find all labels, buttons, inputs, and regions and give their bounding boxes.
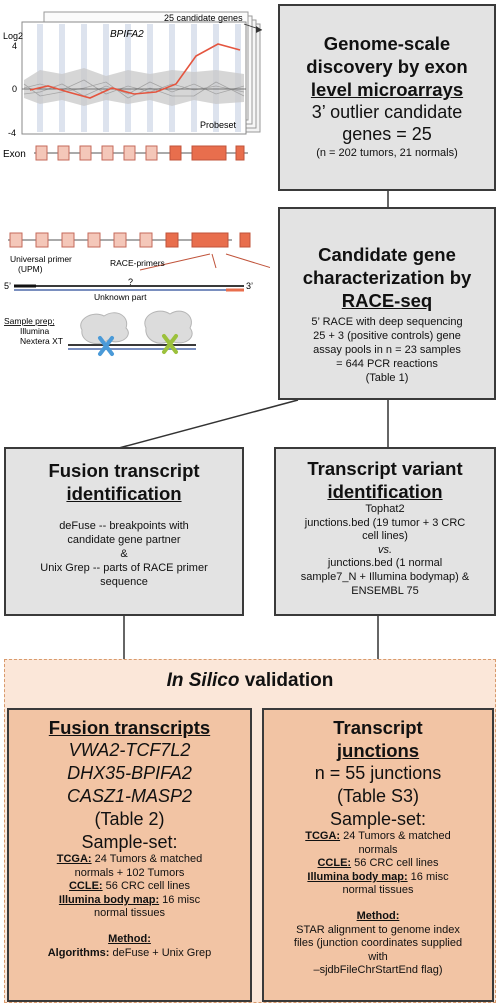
fusion-sampleset: Sample-set: [81,832,178,852]
junction-method-2: files (junction coordinates supplied [293,937,463,950]
variant-line6: sample7_N + Illumina bodymap) & [300,570,470,583]
variant-title1: Transcript variant [307,458,463,479]
junction-tcga: TCGA: 24 Tumors & matched [305,830,451,842]
probeset-label: Probeset [200,120,237,130]
top-title-line2: discovery by exon [306,56,468,77]
variant-line5: junctions.bed (1 normal [327,557,443,570]
race-primers-label: RACE-primers [110,258,165,268]
junction-table-ref: (Table S3) [336,786,420,806]
sample-prep-label: Sample prep; [4,316,55,326]
fusion-id-title1: Fusion transcript [48,460,200,481]
fusion-id-line2: candidate gene partner [67,534,181,546]
fusion-tcga-2: normals + 102 Tumors [74,866,185,879]
mid-title-line1: Candidate gene [318,244,456,265]
transposome-blob-2 [144,310,193,344]
y-tick-4: 4 [12,41,17,51]
exon-label: Exon [3,149,26,160]
fusion-illumina-2: normal tissues [94,907,165,920]
y-tick-0: 0 [12,84,17,94]
junction-illumina-2: normal tissues [342,884,414,897]
junction-title1: Transcript [333,717,423,738]
fusion-id-line4: Unix Grep -- parts of RACE primer [40,562,208,574]
sample-prep-nextera: Nextera XT [20,336,63,346]
green-x-icon [162,334,178,354]
junction-tcga-2: normals [358,843,398,856]
variant-identification-box: Transcript variant identification Tophat… [274,447,496,616]
mid-title-line3: RACE-seq [341,290,433,311]
junction-method-4: –sjdbFileChrStartEnd flag) [313,964,443,977]
fusion-id-title2: identification [66,483,182,504]
junction-ccle: CCLE: 56 CRC cell lines [317,857,439,870]
y-tick-neg4: -4 [8,128,16,138]
blue-x-icon [98,336,114,356]
microarray-figure: Log2 4 0 -4 BPIFA2 Probeset 25 candidate… [3,11,270,356]
mid-line-2: 25 + 3 (positive controls) gene [313,330,461,342]
fusion-gene-3: CASZ1-MASP2 [66,786,193,806]
junction-illumina: Illumina body map: 16 misc [307,870,449,883]
fusion-id-line3: & [120,548,128,560]
mid-line-4: = 644 PCR reactions [336,358,438,370]
mid-line-3: assay pools in n = 23 samples [313,344,461,356]
junction-method-1: STAR alignment to genome index [296,923,460,936]
race-seq-box: Candidate gene characterization by RACE-… [278,207,496,400]
validation-title: In Silico validation [4,670,496,692]
universal-primer-label: Universal primer [10,254,72,264]
log2-label: Log2 [3,31,23,41]
question-mark: ? [128,277,133,287]
variant-line4: vs. [377,543,393,556]
mid-line-1: 5’ RACE with deep sequencing [311,316,463,328]
gene-label: BPIFA2 [110,29,144,40]
variant-line7: ENSEMBL 75 [351,584,419,597]
variant-line1: Tophat2 [365,503,405,515]
fusion-tcga: TCGA: 24 Tumors & matched [56,853,203,865]
fusion-table-ref: (Table 2) [94,809,165,829]
mid-line-5: (Table 1) [365,372,409,384]
junction-method-3: with [368,950,388,963]
top-line2: genes = 25 [342,124,432,144]
junction-results-box: Transcript junctions n = 55 junctions (T… [262,708,494,1002]
fusion-method-label: Method: [108,932,151,945]
fusion-id-line1: deFuse -- breakpoints with [59,520,189,532]
top-line3: (n = 202 tumors, 21 normals) [316,147,458,159]
validation-title-em: In Silico [166,670,240,691]
fusion-algorithms: Algorithms: deFuse + Unix Grep [47,946,212,959]
outlier-trace [29,43,241,99]
five-prime-label: 5’ [4,281,11,291]
fusion-results-box: Fusion transcripts VWA2-TCF7L2 DHX35-BPI… [7,708,252,1002]
fusion-illumina: Illumina body map: 16 misc [58,893,201,906]
variant-line2: junctions.bed (19 tumor + 3 CRC [304,516,466,529]
transposome-blob-1 [80,312,129,345]
fusion-ccle: CCLE: 56 CRC cell lines [68,880,191,893]
upm-label: (UPM) [18,264,43,274]
candidates-label: 25 candidate genes [164,13,243,23]
junction-count: n = 55 junctions [314,763,442,783]
fusion-identification-box: Fusion transcript identification deFuse … [4,447,244,616]
junction-title2: junctions [336,740,420,761]
variant-line3: cell lines) [362,530,408,543]
junction-method-label: Method: [356,909,400,922]
mid-title-line2: characterization by [302,267,472,288]
fusion-results-title: Fusion transcripts [48,717,211,738]
microarray-discovery-box: Genome-scale discovery by exon level mic… [278,4,496,191]
fusion-gene-1: VWA2-TCF7L2 [68,740,191,760]
three-prime-label: 3’ [246,281,253,291]
junction-sampleset: Sample-set: [329,809,427,829]
fusion-id-line5: sequence [100,576,148,588]
unknown-part-label: Unknown part [94,292,147,302]
top-title-line1: Genome-scale [323,33,451,54]
variant-title2: identification [327,481,443,502]
sample-prep-illumina: Illumina [20,326,50,336]
top-line1: 3’ outlier candidate [311,102,463,122]
top-title-line3: level microarrays [310,79,464,100]
fusion-gene-2: DHX35-BPIFA2 [67,763,192,783]
validation-title-rest: validation [239,670,334,691]
